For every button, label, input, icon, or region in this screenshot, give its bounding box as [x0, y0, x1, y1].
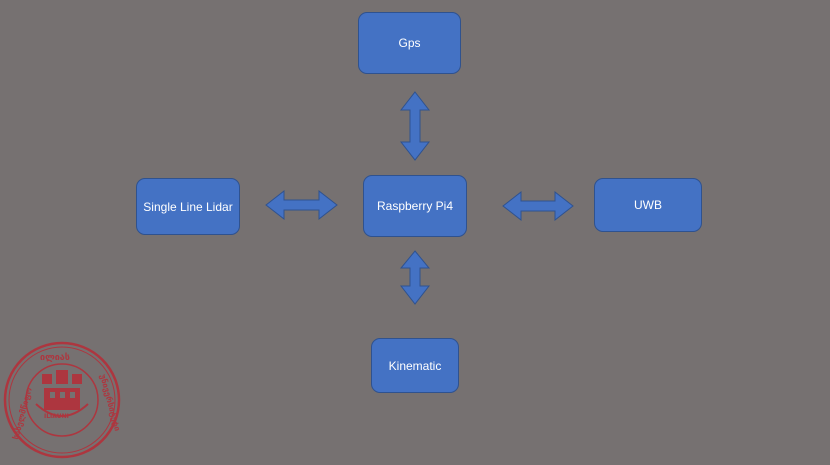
- kinematic-node-label: Kinematic: [388, 358, 442, 373]
- pi-uwb-connector-arrow: [502, 190, 574, 222]
- lidar-node: Single Line Lidar: [136, 178, 240, 235]
- lidar-node-label: Single Line Lidar: [143, 199, 233, 214]
- uwb-node: UWB: [594, 178, 702, 232]
- gps-node: Gps: [358, 12, 461, 74]
- gps-node-label: Gps: [398, 36, 421, 50]
- gps-pi-connector-arrow: [399, 91, 431, 161]
- lidar-pi-connector-arrow: [265, 189, 338, 221]
- uwb-node-label: UWB: [634, 198, 662, 212]
- svg-text:სახელმწიფო: სახელმწიფო: [11, 386, 34, 440]
- university-seal-logo: ილიას სახელმწიფო უნივერსიტეტი ILIAUNI: [3, 341, 123, 459]
- raspberry-pi-node: Raspberry Pi4: [363, 175, 467, 237]
- raspberry-pi-node-label: Raspberry Pi4: [376, 199, 454, 213]
- svg-text:ILIAUNI: ILIAUNI: [44, 413, 69, 420]
- svg-text:ილიას: ილიას: [40, 353, 70, 363]
- kinematic-node: Kinematic: [371, 338, 459, 393]
- pi-kinematic-connector-arrow: [399, 250, 431, 305]
